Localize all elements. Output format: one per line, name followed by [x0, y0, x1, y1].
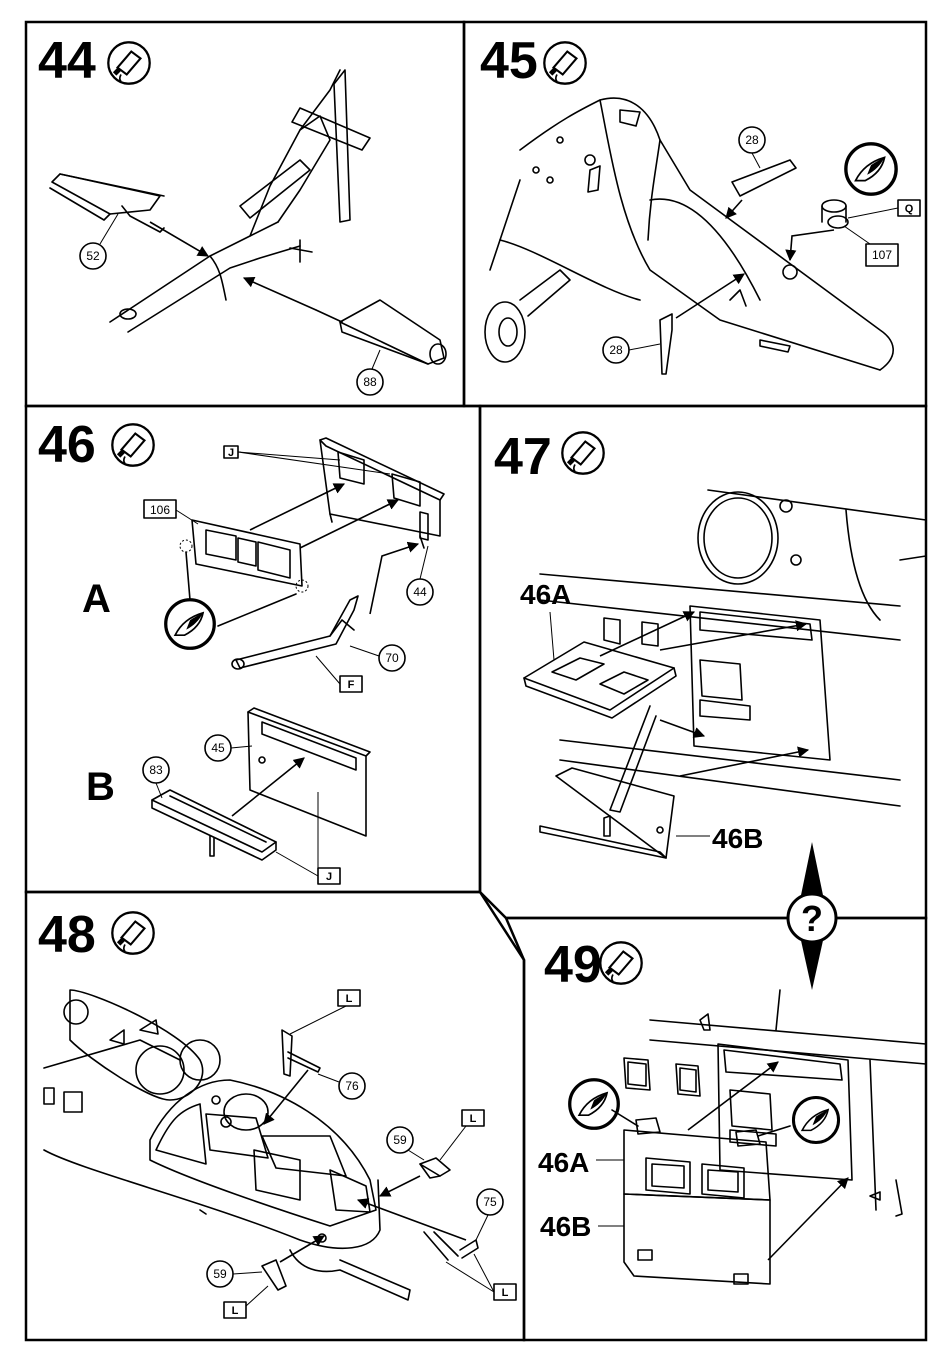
part-label: 75	[483, 1195, 497, 1209]
step-45: 45 28 28	[480, 32, 920, 374]
part-label: 45	[211, 741, 225, 755]
reference-label: 46B	[540, 1211, 591, 1242]
part-label: 44	[413, 585, 427, 599]
color-tag: L	[346, 993, 353, 1005]
part-label: 28	[745, 133, 759, 147]
step-number: 44	[38, 32, 96, 90]
part-label: 52	[86, 249, 100, 263]
step-number: 47	[494, 428, 552, 486]
color-tag: F	[348, 679, 355, 691]
part-label: 59	[213, 1267, 227, 1281]
sub-step-label: A	[82, 577, 111, 621]
panel-frames	[26, 22, 926, 1340]
magnifier-detail-icon	[846, 144, 896, 194]
reference-label: 46B	[712, 823, 763, 854]
color-tag: L	[502, 1287, 509, 1299]
reference-label: 46A	[520, 579, 571, 610]
glue-tube-icon	[600, 942, 641, 983]
part-label: 88	[363, 375, 377, 389]
glue-tube-icon	[544, 42, 585, 83]
glue-tube-icon	[562, 432, 603, 473]
glue-tube-icon	[108, 42, 149, 83]
glue-tube-icon	[112, 424, 153, 465]
step-49: 49 46A 46B	[538, 936, 926, 1284]
part-label: 107	[872, 248, 892, 262]
color-tag: L	[232, 1305, 239, 1317]
part-label: 70	[385, 651, 399, 665]
color-tag: L	[470, 1113, 477, 1125]
step-46: 46 A B J 106 F 70	[38, 416, 444, 884]
sub-step-label: B	[86, 765, 115, 809]
part-label: 28	[609, 343, 623, 357]
help-symbol: ?	[801, 898, 823, 939]
magnifier-detail-icon	[166, 600, 215, 649]
help-indicator: ?	[788, 842, 836, 990]
color-tag: J	[326, 871, 332, 883]
step-number: 46	[38, 416, 96, 474]
step-48: 48 L 76	[38, 906, 516, 1318]
step-47: 47 46A 46B	[494, 428, 926, 858]
reference-label: 46A	[538, 1147, 589, 1178]
step-number: 48	[38, 906, 96, 964]
step-number: 49	[544, 936, 602, 994]
magnifier-detail-icon	[570, 1080, 619, 1129]
color-tag: Q	[905, 203, 914, 215]
step-number: 45	[480, 32, 538, 90]
part-label: 76	[345, 1079, 359, 1093]
part-label: 83	[149, 763, 163, 777]
part-label: 59	[393, 1133, 407, 1147]
step-44: 44 52 88	[38, 32, 446, 395]
glue-tube-icon	[112, 912, 153, 953]
magnifier-detail-icon	[793, 1097, 838, 1142]
part-label: 106	[150, 503, 170, 517]
color-tag: J	[228, 447, 234, 459]
